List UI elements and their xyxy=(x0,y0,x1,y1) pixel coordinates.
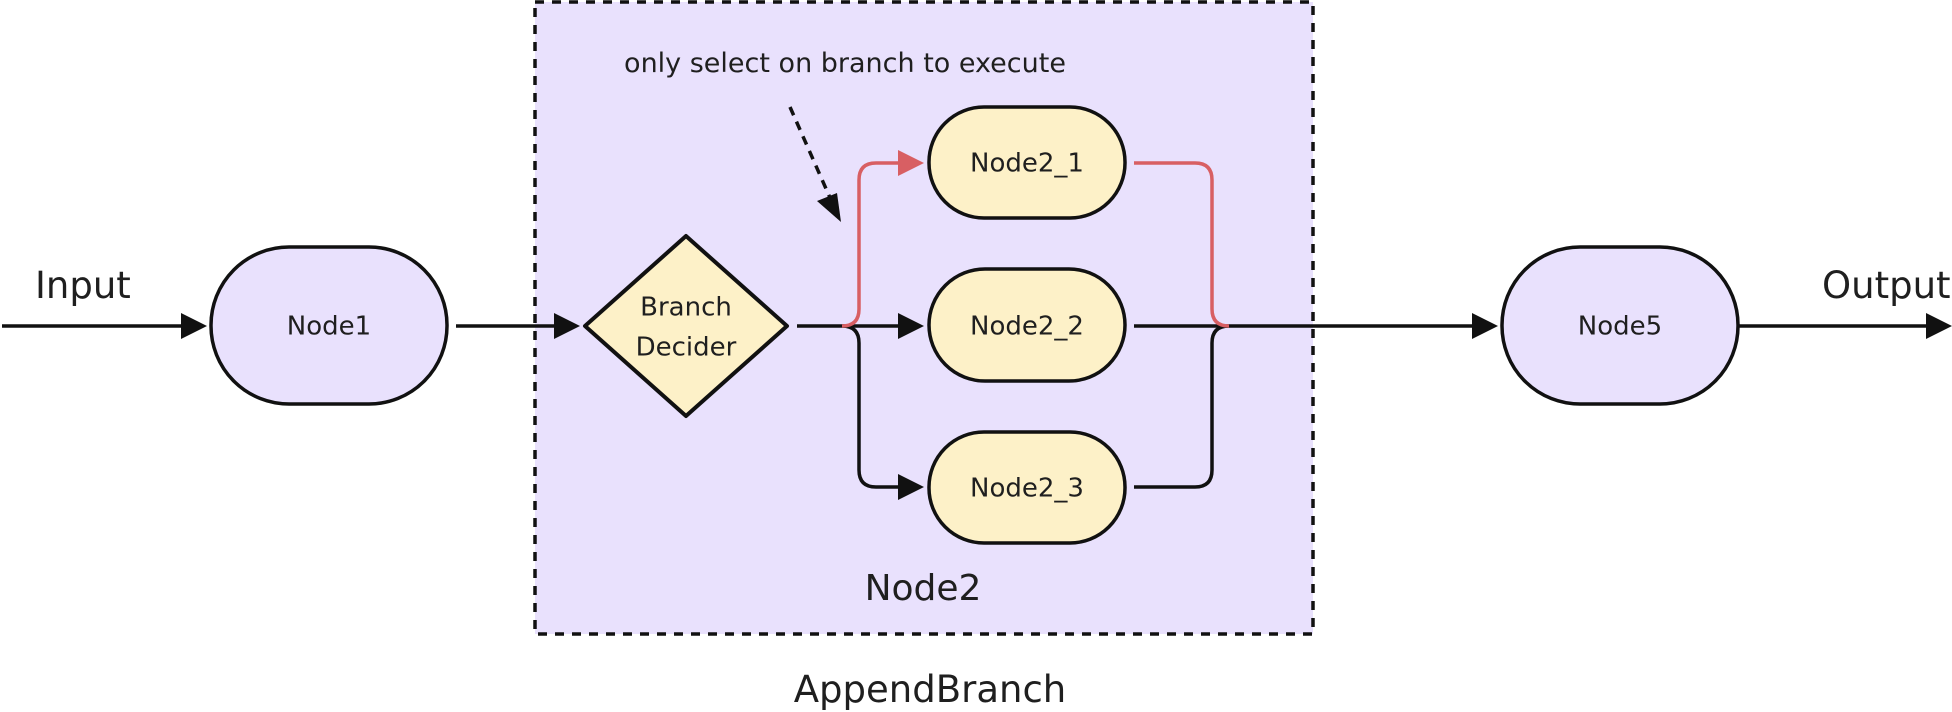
node2-1-label: Node2_1 xyxy=(970,149,1084,179)
input-label: Input xyxy=(35,264,131,307)
node2-1 xyxy=(927,105,1127,220)
branch-decider xyxy=(583,234,789,418)
node1-label: Node1 xyxy=(287,312,371,342)
note-pointer-arrowhead xyxy=(817,193,841,222)
branch-decider-label-line2: Decider xyxy=(636,333,737,363)
output-label: Output xyxy=(1822,264,1951,307)
node2-1-to-merge-edge xyxy=(1134,161,1230,328)
decider-to-node2-3-edge xyxy=(841,324,924,500)
node2-3-to-merge-edge xyxy=(1134,324,1230,489)
node2-3 xyxy=(927,430,1127,545)
decider-to-node2-1-edge xyxy=(841,150,924,328)
note-pointer xyxy=(788,106,833,201)
branch-decider-label-line1: Branch xyxy=(640,293,732,323)
node5-label: Node5 xyxy=(1578,312,1662,342)
node2-2-label: Node2_2 xyxy=(970,312,1084,342)
node1 xyxy=(209,245,449,406)
node2-group-label: Node2 xyxy=(865,568,982,609)
diagram-caption: AppendBranch xyxy=(794,668,1067,711)
node2-2 xyxy=(927,267,1127,383)
branch-note: only select on branch to execute xyxy=(624,48,1066,79)
node2-3-label: Node2_3 xyxy=(970,474,1084,504)
